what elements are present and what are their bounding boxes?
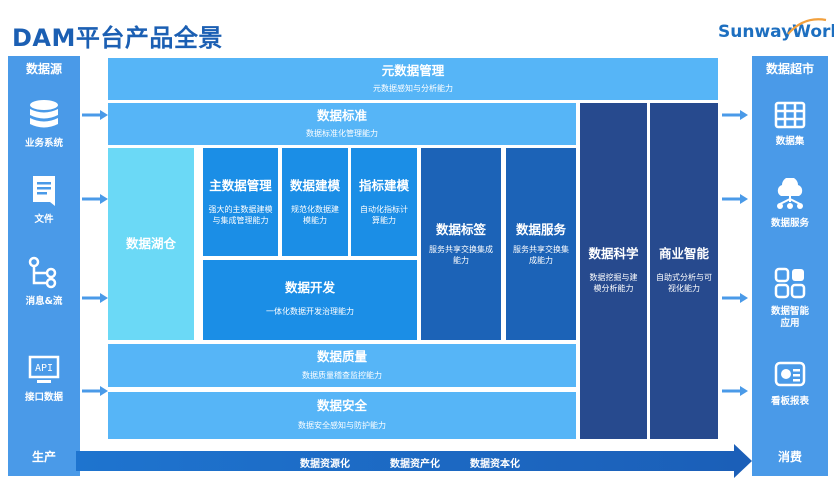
market-label: 数据集 — [775, 136, 805, 147]
source-label: 接口数据 — [24, 392, 63, 403]
block-title: 数据湖仓 — [125, 236, 176, 251]
data-market-panel: 数据超市 数据集 数据服务 数据智能 应用 — [752, 56, 828, 476]
indicator-modeling-block[interactable]: 指标建模 自动化指标计算能力 — [351, 148, 417, 256]
stage-label: 数据资产化 — [390, 459, 440, 470]
data-source-panel: 数据源 业务系统 文件 消息&流 API 接 — [8, 56, 80, 476]
block-title: 元数据管理 — [381, 63, 445, 78]
block-desc: 数据质量稽查监控能力 — [302, 371, 382, 380]
cloud-service-icon — [777, 178, 803, 209]
right-arrow-icon — [722, 110, 748, 120]
block-title: 数据质量 — [316, 349, 367, 364]
block-desc: 自动化指标计算能力 — [360, 205, 408, 225]
block-desc: 规范化数据建模能力 — [291, 205, 339, 225]
right-arrow-icon — [82, 386, 108, 396]
block-desc: 数据挖掘与建模分析能力 — [589, 273, 638, 293]
brand-logo: SunwayWorld — [718, 22, 834, 42]
data-tag-block[interactable]: 数据标签 服务共享交换集成能力 — [421, 148, 501, 340]
block-title: 数据开发 — [284, 280, 335, 295]
market-item-service[interactable]: 数据服务 — [752, 178, 828, 230]
block-title: 数据建模 — [289, 178, 340, 193]
block-title: 数据标签 — [435, 222, 486, 237]
block-desc: 数据标准化管理能力 — [306, 129, 378, 138]
value-chain-arrow-head — [734, 444, 752, 478]
right-arrow-icon — [82, 110, 108, 120]
market-label: 数据智能 应用 — [770, 306, 809, 329]
block-desc: 元数据感知与分析能力 — [373, 84, 453, 93]
logo-swoosh-icon — [787, 18, 827, 35]
block-title: 数据标准 — [316, 108, 367, 123]
block-desc: 自助式分析与可视化能力 — [656, 273, 712, 293]
right-arrow-icon — [722, 386, 748, 396]
market-label: 数据服务 — [770, 218, 809, 229]
block-desc: 强大的主数据建模与集成管理能力 — [208, 205, 273, 225]
produce-label: 生产 — [31, 450, 56, 464]
data-modeling-block[interactable]: 数据建模 规范化数据建模能力 — [282, 148, 348, 256]
block-title: 数据服务 — [515, 222, 566, 237]
api-icon: API — [28, 355, 60, 383]
source-item-file[interactable]: 文件 — [8, 174, 80, 226]
page-title: DAM平台产品全景 — [12, 24, 223, 52]
source-item-api[interactable]: API 接口数据 — [8, 354, 80, 404]
source-label: 消息&流 — [25, 296, 63, 307]
data-standard-block[interactable]: 数据标准 数据标准化管理能力 — [108, 103, 576, 145]
block-desc: 服务共享交换集成能力 — [513, 245, 569, 265]
block-desc: 服务共享交换集成能力 — [429, 245, 493, 265]
block-title: 商业智能 — [658, 246, 709, 261]
api-icon-text: API — [35, 363, 53, 374]
block-desc: 数据安全感知与防护能力 — [298, 421, 386, 430]
data-quality-block[interactable]: 数据质量 数据质量稽查监控能力 — [108, 344, 576, 387]
right-arrow-icon — [82, 293, 108, 303]
data-development-block[interactable]: 数据开发 一体化数据开发治理能力 — [203, 260, 417, 340]
block-title: 数据安全 — [316, 398, 367, 413]
metadata-management-block[interactable]: 元数据管理 元数据感知与分析能力 — [108, 58, 718, 100]
stage-label: 数据资源化 — [300, 459, 350, 470]
source-item-business[interactable]: 业务系统 — [8, 98, 80, 150]
block-desc: 一体化数据开发治理能力 — [266, 307, 354, 316]
data-service-block[interactable]: 数据服务 服务共享交换集成能力 — [506, 148, 576, 340]
right-arrow-icon — [722, 293, 748, 303]
right-arrow-icon — [722, 194, 748, 204]
consume-label: 消费 — [777, 450, 802, 464]
data-science-block[interactable]: 数据科学 数据挖掘与建模分析能力 — [580, 103, 647, 439]
market-label: 看板报表 — [770, 396, 809, 407]
data-lakehouse-block[interactable]: 数据湖仓 — [108, 148, 194, 340]
market-item-app[interactable]: 数据智能 应用 — [752, 266, 828, 330]
market-item-dataset[interactable]: 数据集 — [752, 100, 828, 148]
block-title: 指标建模 — [358, 178, 409, 193]
stage-label: 数据资本化 — [470, 459, 520, 470]
source-label: 业务系统 — [24, 138, 63, 149]
master-data-block[interactable]: 主数据管理 强大的主数据建模与集成管理能力 — [203, 148, 278, 256]
grid-icon — [774, 101, 806, 129]
value-chain-arrow — [76, 451, 736, 471]
data-market-title: 数据超市 — [765, 62, 814, 76]
data-source-title: 数据源 — [25, 62, 62, 76]
source-item-stream[interactable]: 消息&流 — [8, 256, 80, 308]
database-icon — [30, 100, 58, 128]
flow-icon — [28, 256, 57, 289]
source-label: 文件 — [34, 214, 54, 225]
business-intelligence-block[interactable]: 商业智能 自助式分析与可视化能力 — [650, 103, 718, 439]
block-title: 主数据管理 — [209, 178, 272, 193]
block-title: 数据科学 — [588, 246, 639, 261]
document-icon — [33, 176, 55, 206]
right-arrow-icon — [82, 194, 108, 204]
market-item-dashboard[interactable]: 看板报表 — [752, 360, 828, 408]
app-icon — [774, 267, 806, 299]
data-security-block[interactable]: 数据安全 数据安全感知与防护能力 — [108, 392, 576, 439]
dashboard-icon — [774, 361, 806, 387]
